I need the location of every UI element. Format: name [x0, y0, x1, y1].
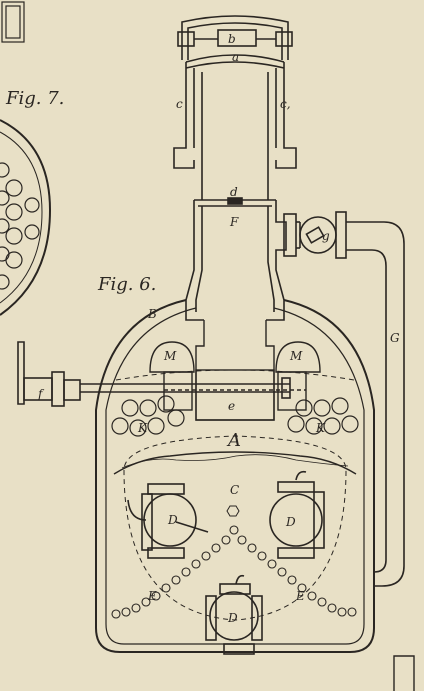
label-M-left: M — [163, 349, 177, 363]
label-E-left: E — [147, 589, 157, 603]
upper-cylinder — [173, 15, 297, 169]
label-C: C — [230, 483, 239, 497]
label-e: e — [228, 399, 235, 413]
label-c-left: c — [176, 97, 183, 111]
label-M-right: M — [289, 349, 303, 363]
tubes-K-left — [111, 395, 185, 437]
label-D-bottom: D — [227, 611, 238, 625]
fig6-caption: Fig. 6. — [97, 274, 156, 295]
label-c-right: c, — [280, 97, 291, 111]
fig7-drawing — [0, 119, 52, 316]
pipe-G — [346, 221, 405, 587]
engine-D-right — [269, 470, 325, 559]
rod-f — [17, 341, 291, 407]
label-A: A — [226, 430, 241, 451]
tubes-E — [111, 525, 357, 619]
label-d: d — [230, 185, 238, 199]
label-E-right: E — [295, 589, 305, 603]
label-f: f — [37, 387, 45, 401]
label-B: B — [147, 307, 157, 321]
fig7-caption: Fig. 7. — [5, 88, 64, 109]
label-D-right: D — [285, 515, 296, 529]
label-b: b — [228, 32, 236, 46]
label-K-right: K — [315, 421, 326, 435]
water-line-A — [113, 451, 357, 475]
engine-D-bottom — [205, 574, 263, 655]
label-F: F — [229, 215, 239, 229]
engine-D-left — [127, 483, 209, 559]
label-G: G — [390, 331, 400, 345]
valve-g — [283, 211, 347, 259]
corner-frame-bottom — [393, 655, 415, 691]
inner-header — [149, 320, 321, 421]
tubes-K-right — [287, 397, 359, 435]
center-nut — [226, 505, 240, 517]
corner-frame — [1, 1, 25, 43]
label-g: g — [322, 229, 330, 243]
label-D-left: D — [167, 513, 178, 527]
central-tube — [194, 72, 276, 207]
label-K-left: K — [137, 421, 148, 435]
label-a: a — [232, 50, 239, 64]
